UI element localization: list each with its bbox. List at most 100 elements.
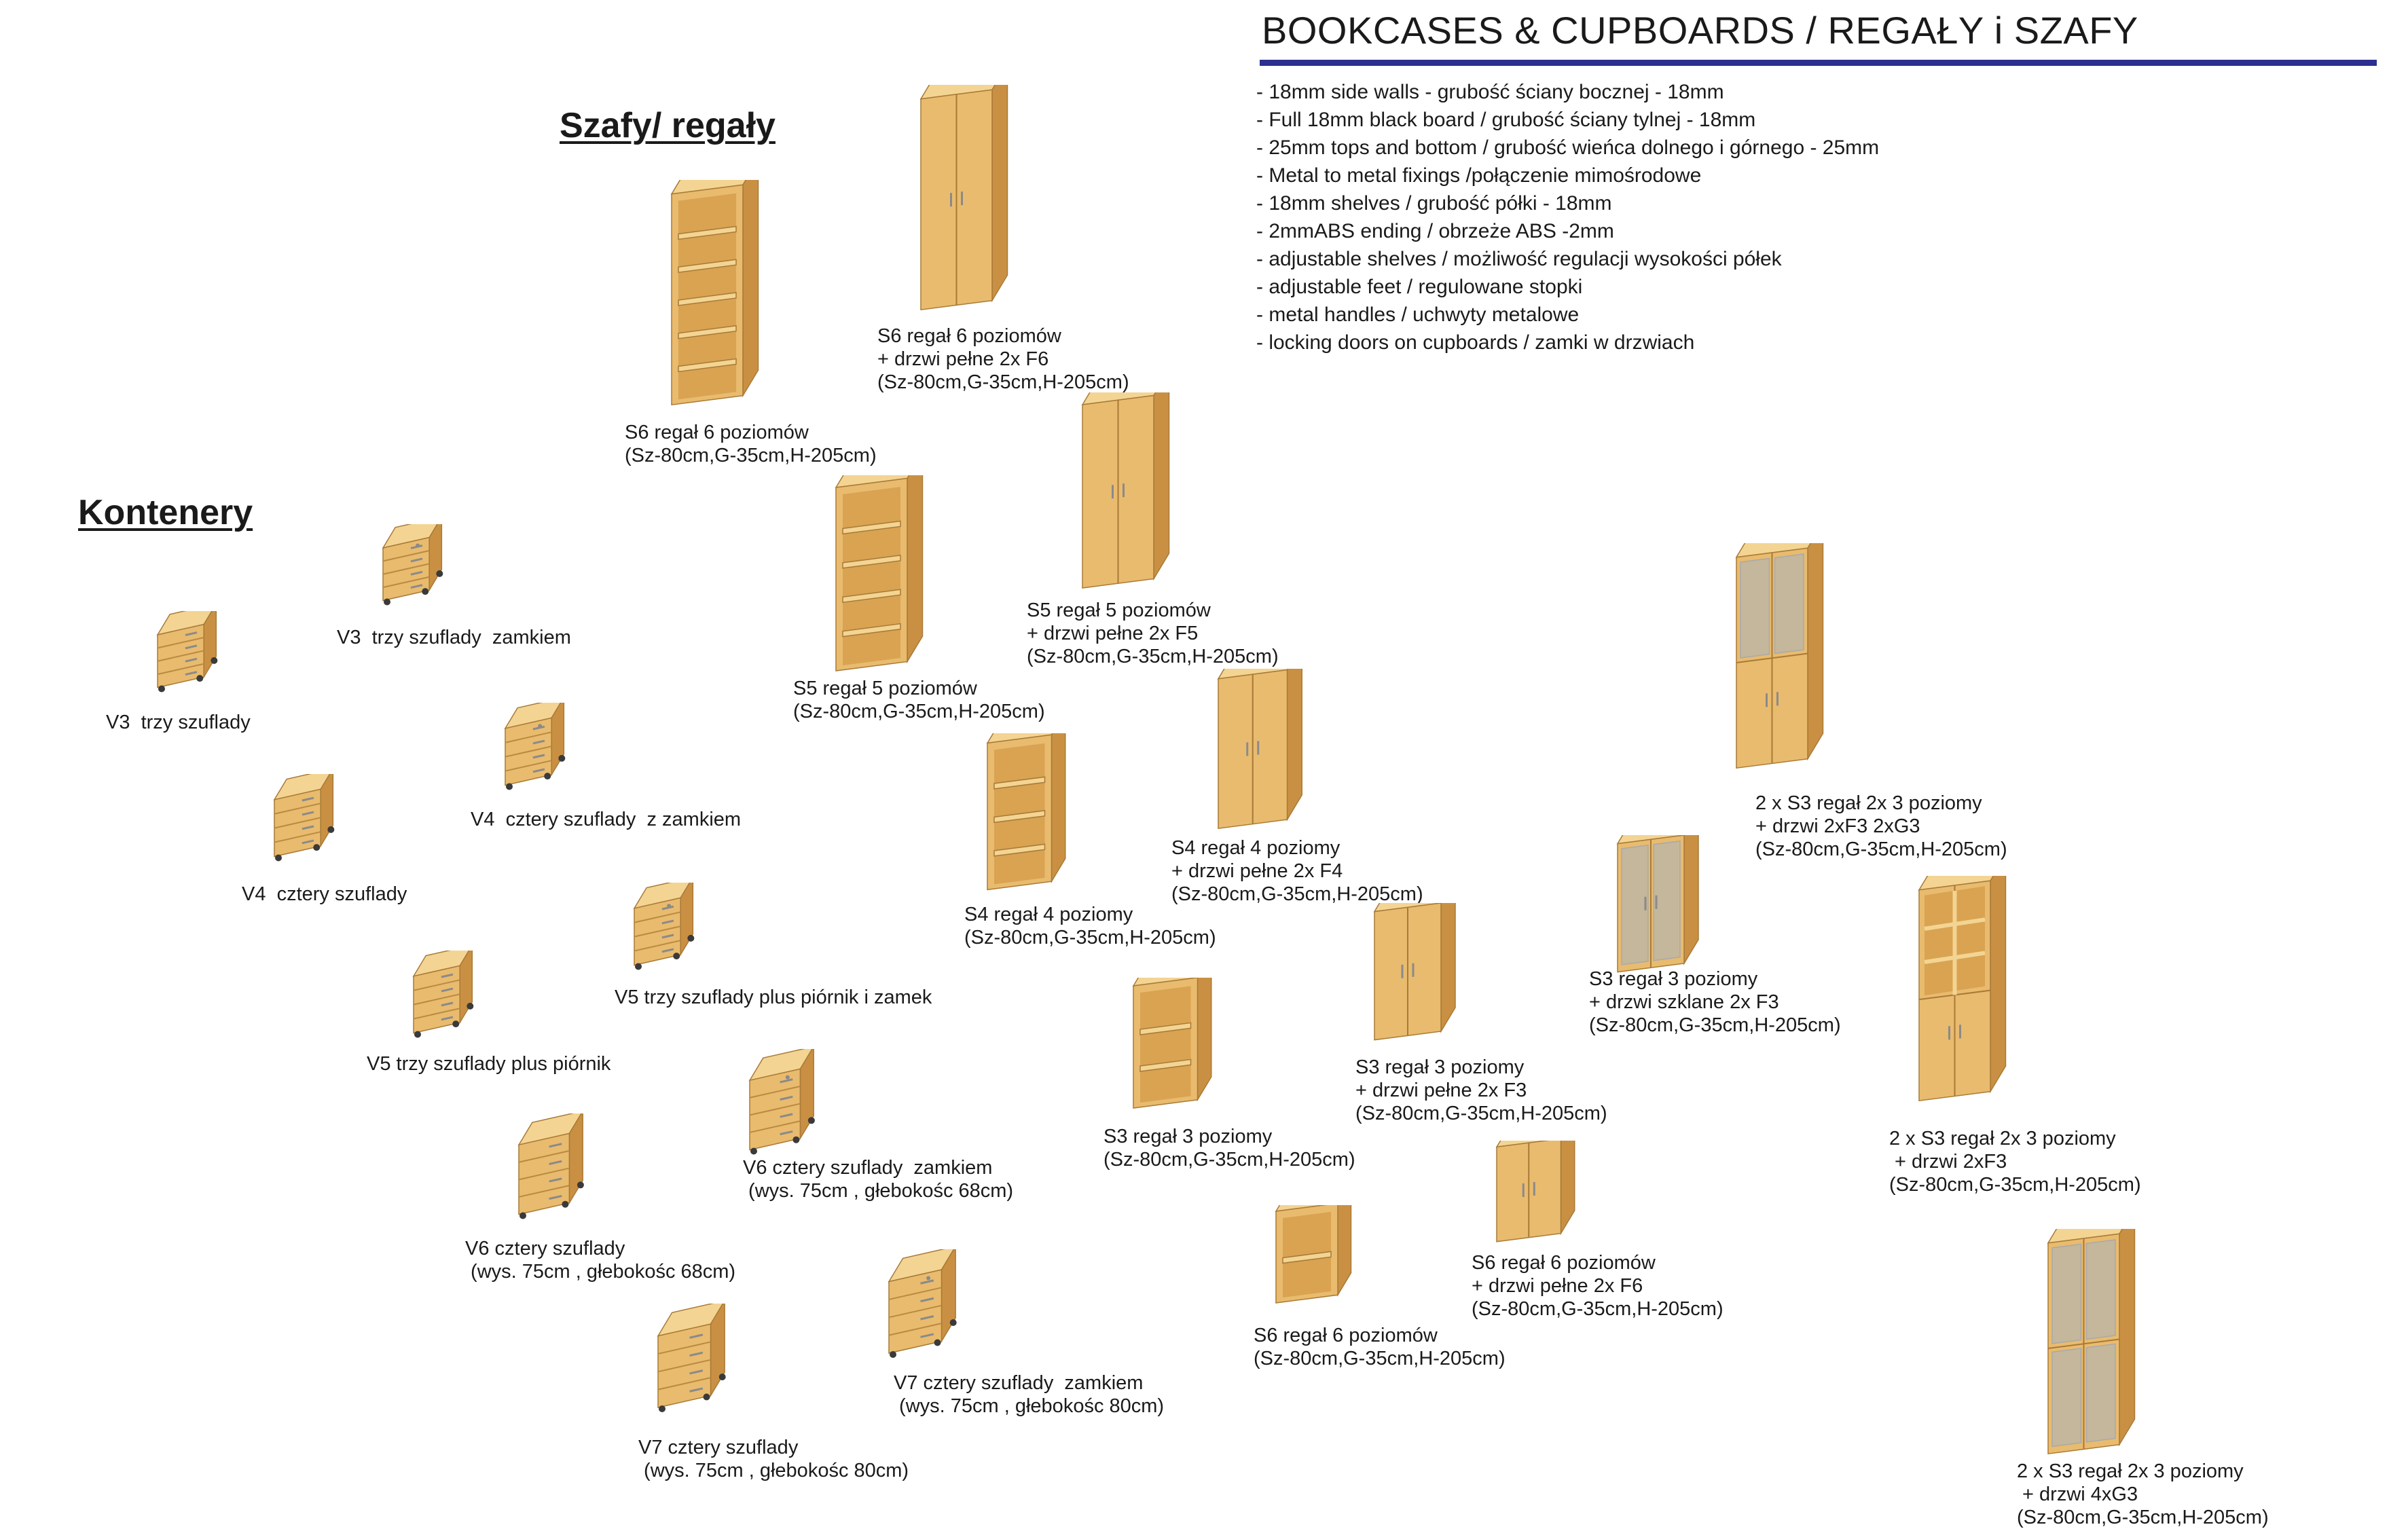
item-label-line: (Sz-80cm,G-35cm,H-205cm) [2017, 1507, 2269, 1528]
item-label-line: (Sz-80cm,G-35cm,H-205cm) [964, 927, 1216, 948]
item-label-line: + drzwi 4xG3 [2017, 1484, 2138, 1505]
cupboard-icon [1372, 903, 1467, 1046]
item-label: V7 cztery szuflady (wys. 75cm , głebokoś… [638, 1436, 909, 1482]
item-label-line: (Sz-80cm,G-35cm,H-205cm) [1171, 883, 1423, 905]
drawer-7-icon-graphic [657, 1304, 726, 1412]
glass-cupboard-icon-graphic [2047, 1229, 2136, 1455]
item-label-line: S3 regał 3 poziomy [1589, 968, 1758, 990]
item-label-line: V6 cztery szuflady [465, 1238, 625, 1259]
item-label-line: V5 trzy szuflady plus piórnik [367, 1053, 611, 1075]
item-label: S3 regał 3 poziomy+ drzwi pełne 2x F3(Sz… [1355, 1056, 1607, 1125]
item-label-line: (Sz-80cm,G-35cm,H-205cm) [1589, 1014, 1841, 1036]
open-bookcase-icon-graphic [835, 475, 924, 671]
item-label-line: (Sz-80cm,G-35cm,H-205cm) [1889, 1174, 2141, 1196]
item-label: S5 regał 5 poziomów(Sz-80cm,G-35cm,H-205… [793, 677, 1045, 723]
glass-cupboard-icon [2045, 1229, 2147, 1463]
item-label: S6 regał 6 poziomów+ drzwi pełne 2x F6(S… [1472, 1251, 1723, 1321]
feature-item: - adjustable shelves / możliwość regulac… [1256, 248, 1782, 270]
item-label: 2 x S3 regał 2x 3 poziomy+ drzwi 2xF3 2x… [1755, 792, 2007, 861]
item-label: V5 trzy szuflady plus piórnik [367, 1052, 610, 1075]
item-label-line: V4 cztery szuflady [242, 883, 407, 905]
item-label: V3 trzy szuflady [106, 711, 251, 734]
item-label: S6 regał 6 poziomów+ drzwi pełne 2x F6(S… [877, 325, 1129, 394]
item-label-line: S4 regał 4 poziomy [964, 904, 1133, 925]
cupboard-icon [1494, 1141, 1586, 1246]
drawer-6-lock-icon [747, 1049, 828, 1161]
drawer-6-lock-icon-graphic [748, 1049, 815, 1155]
item-label: S3 regał 3 poziomy+ drzwi szklane 2x F3(… [1589, 968, 1841, 1037]
drawer-6-icon [516, 1113, 598, 1226]
glass-cupboard-icon [1734, 543, 1836, 777]
item-label: 2 x S3 regał 2x 3 poziomy + drzwi 4xG3(S… [2017, 1460, 2269, 1529]
item-label-line: 2 x S3 regał 2x 3 poziomy [1889, 1128, 2116, 1149]
drawer-3-icon-graphic [156, 611, 218, 693]
item-label: V6 cztery szuflady (wys. 75cm , głebokoś… [465, 1237, 735, 1283]
cupboard-icon-graphic [1918, 876, 2007, 1102]
cupboard-icon-graphic [919, 85, 1008, 311]
cupboard-icon [1916, 876, 2018, 1110]
item-label: V3 trzy szuflady zamkiem [337, 626, 571, 649]
item-label: S6 regał 6 poziomów(Sz-80cm,G-35cm,H-205… [625, 421, 877, 467]
open-bookcase-icon [669, 180, 771, 414]
item-label-line: S5 regał 5 poziomów [1027, 600, 1211, 621]
item-label-line: 2 x S3 regał 2x 3 poziomy [1755, 792, 1982, 814]
cupboard-icon-graphic [1373, 903, 1456, 1041]
item-label-line: (Sz-80cm,G-35cm,H-205cm) [1027, 646, 1279, 667]
drawer-6-icon-graphic [517, 1113, 584, 1219]
item-label-line: (Sz-80cm,G-35cm,H-205cm) [1103, 1149, 1355, 1171]
item-label-line: (Sz-80cm,G-35cm,H-205cm) [1254, 1348, 1506, 1369]
item-label: S4 regał 4 poziomy+ drzwi pełne 2x F4(Sz… [1171, 836, 1423, 906]
drawer-5-lock-icon [632, 883, 706, 974]
item-label-line: S3 regał 3 poziomy [1103, 1126, 1273, 1147]
item-label-line: + drzwi pełne 2x F5 [1027, 623, 1199, 644]
cupboard-icon-graphic [1081, 392, 1170, 589]
open-bookcase-icon [985, 733, 1076, 896]
cupboard-icon [1216, 669, 1314, 835]
item-label: V4 cztery szuflady [242, 883, 407, 906]
item-label-line: S6 regał 6 poziomów [877, 325, 1061, 347]
page-title: BOOKCASES & CUPBOARDS / REGAŁY i SZAFY [1262, 9, 2138, 52]
item-label-line: (wys. 75cm , głebokośc 68cm) [465, 1261, 736, 1283]
glass-cupboard-icon-graphic [1735, 543, 1824, 769]
item-label-line: + drzwi pełne 2x F4 [1171, 860, 1343, 882]
cupboard-icon-graphic [1495, 1141, 1575, 1242]
item-label-line: (Sz-80cm,G-35cm,H-205cm) [877, 371, 1129, 393]
cupboard-icon-graphic [1217, 669, 1302, 830]
drawer-4-icon-graphic [273, 774, 335, 862]
item-label-line: (Sz-80cm,G-35cm,H-205cm) [1755, 839, 2007, 860]
item-label-line: (wys. 75cm , głebokośc 80cm) [638, 1460, 909, 1481]
item-label-line: V6 cztery szuflady zamkiem [743, 1157, 993, 1179]
cupboard-icon [918, 85, 1020, 319]
open-bookcase-icon-graphic [986, 733, 1066, 891]
item-label-line: V7 cztery szuflady [638, 1437, 799, 1458]
item-label: V6 cztery szuflady zamkiem (wys. 75cm , … [743, 1156, 1013, 1202]
feature-item: - adjustable feet / regulowane stopki [1256, 276, 1583, 298]
feature-item: - 18mm side walls - grubość ściany boczn… [1256, 81, 1724, 103]
item-label: V5 trzy szuflady plus piórnik i zamek [615, 986, 932, 1009]
item-label-line: S6 regał 6 poziomów [625, 422, 809, 443]
item-label-line: S4 regał 4 poziomy [1171, 837, 1340, 859]
item-label-line: (Sz-80cm,G-35cm,H-205cm) [1472, 1298, 1723, 1320]
section-heading-kontenery: Kontenery [78, 493, 253, 532]
feature-item: - Metal to metal fixings /połączenie mim… [1256, 164, 1702, 187]
item-label-line: S5 regał 5 poziomów [793, 678, 977, 699]
open-bookcase-icon [833, 475, 935, 679]
item-label: S6 regał 6 poziomów(Sz-80cm,G-35cm,H-205… [1254, 1324, 1506, 1370]
drawer-4-icon [272, 774, 346, 866]
section-heading-szafy: Szafy/ regały [560, 106, 776, 145]
item-label-line: V3 trzy szuflady [106, 712, 251, 733]
feature-item: - 18mm shelves / grubość półki - 18mm [1256, 192, 1612, 215]
item-label: S3 regał 3 poziomy(Sz-80cm,G-35cm,H-205c… [1103, 1125, 1355, 1171]
item-label-line: + drzwi pełne 2x F3 [1355, 1080, 1527, 1101]
drawer-4-lock-icon [503, 703, 577, 794]
item-label-line: V5 trzy szuflady plus piórnik i zamek [615, 987, 932, 1008]
item-label-line: V4 cztery szuflady z zamkiem [471, 809, 742, 830]
title-underline [1260, 60, 2377, 66]
item-label: S4 regał 4 poziomy(Sz-80cm,G-35cm,H-205c… [964, 903, 1216, 949]
item-label-line: (wys. 75cm , głebokośc 80cm) [894, 1395, 1165, 1417]
drawer-7-lock-icon [886, 1249, 971, 1365]
drawer-4-lock-icon-graphic [504, 703, 566, 790]
item-label-line: (Sz-80cm,G-35cm,H-205cm) [625, 445, 877, 466]
item-label-line: V3 trzy szuflady zamkiem [337, 627, 571, 648]
